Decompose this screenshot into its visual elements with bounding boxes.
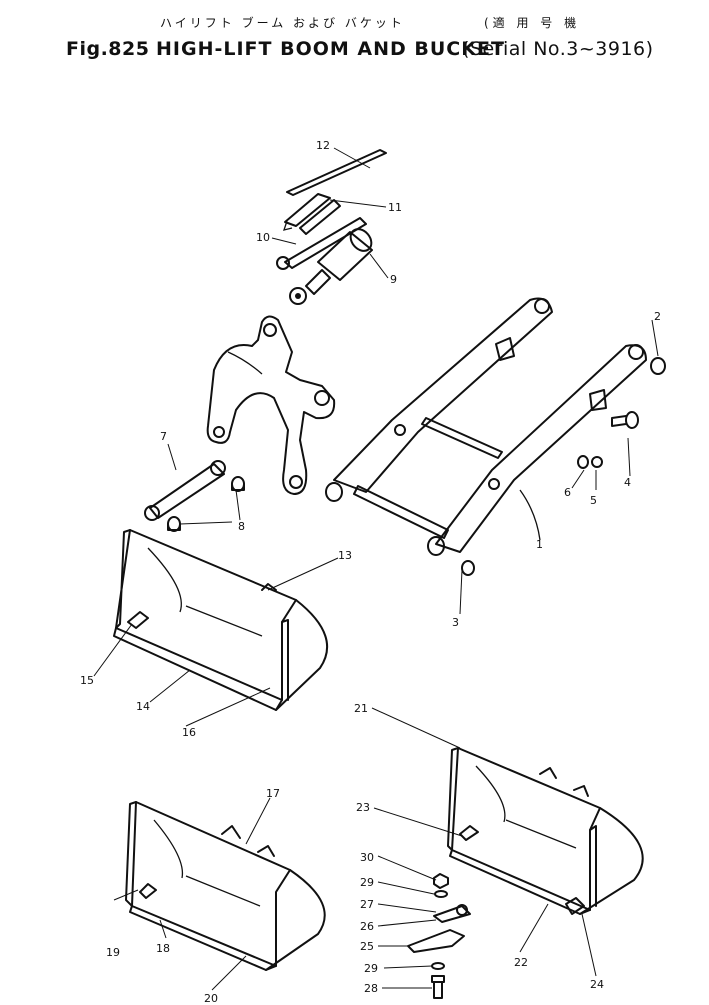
callout-20: 20 [204, 992, 218, 1005]
callout-11: 11 [388, 201, 402, 214]
bolt-10 [276, 217, 367, 270]
callout-24: 24 [590, 978, 604, 991]
callout-28: 28 [364, 982, 378, 995]
washer-5 [591, 456, 603, 468]
pin-2 [650, 357, 666, 375]
callout-6: 6 [564, 486, 571, 499]
callout-29-lower: 29 [364, 962, 378, 975]
bucket-13 [113, 529, 329, 711]
lift-cylinder-9 [289, 228, 373, 305]
bucket-21 [447, 747, 644, 915]
callout-19: 19 [106, 946, 120, 959]
tooth-25 [407, 929, 465, 953]
callout-15: 15 [80, 674, 94, 687]
washer-29-lower [431, 962, 445, 970]
callout-22: 22 [514, 956, 528, 969]
callout-4: 4 [624, 476, 631, 489]
callout-16: 16 [182, 726, 196, 739]
link-7 [144, 460, 226, 521]
callout-numbers: 12 11 10 9 2 4 5 6 7 8 13 3 15 14 16 21 … [80, 139, 661, 1005]
title-japanese: ハイリフト ブーム および バケット [160, 16, 405, 30]
callout-18: 18 [156, 942, 170, 955]
bucket-17 [125, 801, 326, 971]
callout-21: 21 [354, 702, 368, 715]
callout-3: 3 [452, 616, 459, 629]
leader-lines [93, 147, 659, 991]
serial-range: (Serial No.3~3916) [462, 38, 654, 60]
figure-number: Fig.825 [66, 38, 150, 60]
serial-japanese: (適 用 号 機 [484, 16, 581, 30]
bell-crank-1 [206, 315, 336, 495]
callout-10: 10 [256, 231, 270, 244]
callout-5: 5 [590, 494, 597, 507]
callout-29-upper: 29 [360, 876, 374, 889]
title-english: HIGH-LIFT BOOM AND BUCKET [156, 38, 505, 60]
callout-12: 12 [316, 139, 330, 152]
callout-27: 27 [360, 898, 374, 911]
callout-7: 7 [160, 430, 167, 443]
callout-14: 14 [136, 700, 150, 713]
pin-12 [286, 149, 387, 196]
boom-frame [325, 297, 647, 556]
callout-30: 30 [360, 851, 374, 864]
pin-4 [611, 411, 639, 429]
washer-29-upper [434, 890, 448, 898]
callout-26: 26 [360, 920, 374, 933]
callout-17: 17 [266, 787, 280, 800]
callout-1: 1 [536, 538, 543, 551]
callout-23: 23 [356, 801, 370, 814]
callout-13: 13 [338, 549, 352, 562]
nut-30 [433, 873, 449, 889]
tooth-adapter-26-27 [433, 904, 471, 923]
callout-25: 25 [360, 940, 374, 953]
callout-2: 2 [654, 310, 661, 323]
pin-3 [461, 560, 475, 576]
ring-6 [577, 455, 589, 469]
lock-plates-11 [283, 193, 341, 235]
callout-9: 9 [390, 273, 397, 286]
bolt-28 [431, 975, 445, 999]
callout-8: 8 [238, 520, 245, 533]
